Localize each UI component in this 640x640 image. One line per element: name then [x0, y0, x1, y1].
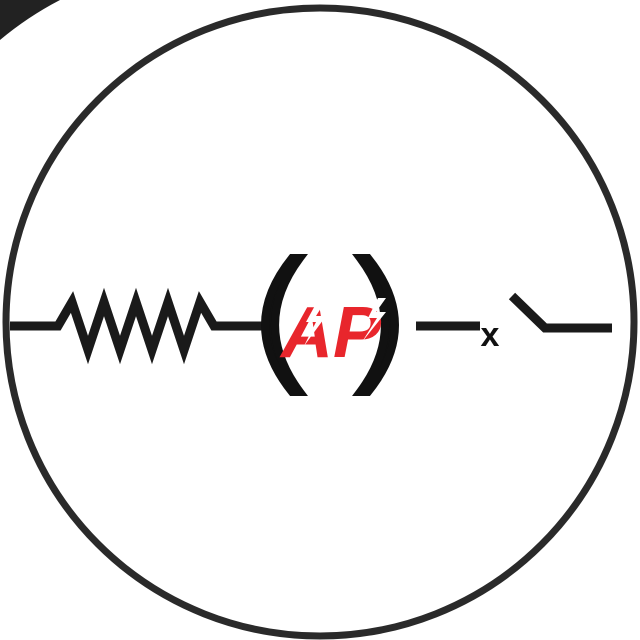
corner-shadow — [0, 0, 60, 40]
lightning-icon — [304, 300, 326, 346]
switch-symbol — [508, 292, 612, 333]
lightning-icon — [362, 298, 386, 342]
monogram: AP — [279, 293, 382, 373]
switch-mark: x — [481, 316, 500, 354]
resistor-symbol — [10, 287, 262, 365]
left-bracket — [261, 254, 308, 396]
